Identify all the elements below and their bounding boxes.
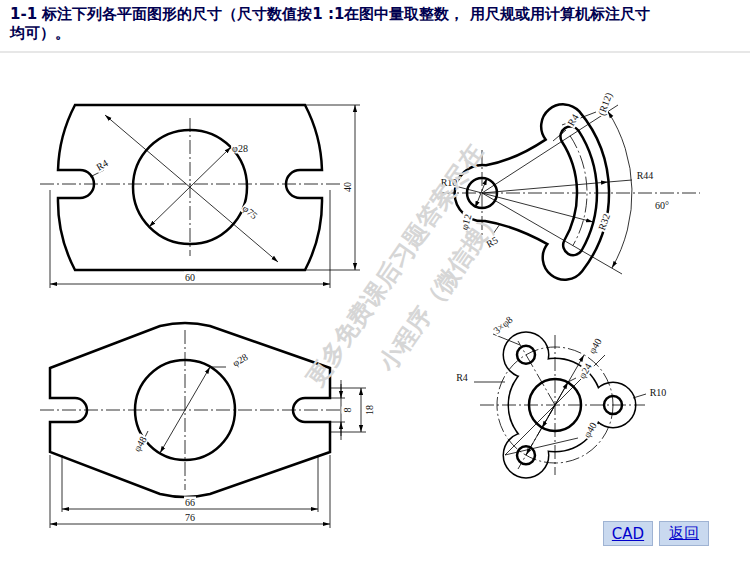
radius-dimension: (R12) bbox=[595, 90, 614, 118]
diameter-dimension: φ48 bbox=[131, 434, 149, 455]
width-dimension: 76 bbox=[184, 512, 196, 523]
height-dimension: 40 bbox=[342, 181, 353, 193]
slot-dimension: 8 bbox=[342, 407, 353, 414]
hole-dimension: 3×φ8 bbox=[490, 313, 515, 336]
button-label: 返回 bbox=[669, 524, 699, 543]
figure-four bbox=[474, 333, 646, 477]
diameter-dimension: φ28 bbox=[230, 351, 251, 369]
button-label: CAD bbox=[612, 525, 644, 543]
radius-dimension: R10 bbox=[649, 387, 668, 398]
diameter-dimension: φ75 bbox=[240, 202, 261, 222]
exercise-title: 1-1 标注下列各平面图形的尺寸（尺寸数值按1 :1在图中量取整数， 用尺规或用… bbox=[10, 5, 650, 43]
height-dimension: 18 bbox=[364, 404, 375, 416]
diameter-dimension: φ28 bbox=[231, 143, 249, 154]
radius-dimension: R4 bbox=[93, 157, 110, 173]
nav-button: CAD bbox=[603, 521, 653, 546]
radius-dimension: R4 bbox=[455, 372, 469, 383]
diameter-dimension: φ40 bbox=[586, 336, 604, 357]
header-rule bbox=[0, 52, 750, 53]
radius-dimension: R44 bbox=[636, 170, 655, 181]
width-dimension: 60 bbox=[184, 272, 196, 283]
nav-button: 返回 bbox=[659, 521, 709, 546]
width-dimension: 66 bbox=[184, 497, 196, 508]
radius-dimension: R32 bbox=[596, 211, 613, 232]
figure-one bbox=[40, 105, 360, 288]
angle-dimension: 60° bbox=[654, 200, 670, 211]
